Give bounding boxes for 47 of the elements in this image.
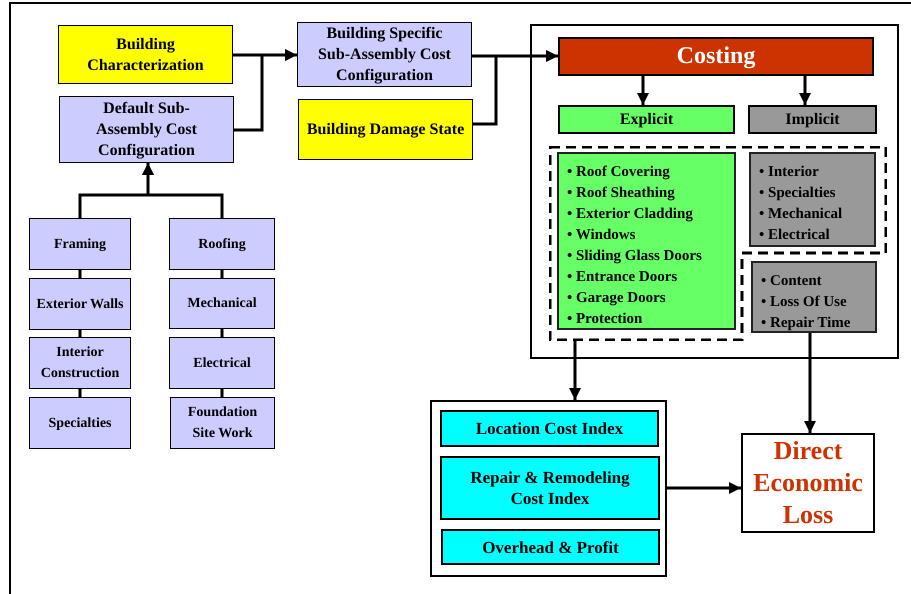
list-item: • Entrance Doors [567,268,678,287]
component-box: Framing [29,218,131,270]
component-box: Electrical [169,337,275,389]
header-bar: Costing [558,37,874,76]
arrow [142,163,224,218]
category-box: Implicit [748,105,877,134]
process-box: Building Specific Sub-Assembly Cost Configuration [297,22,472,87]
arrow [234,49,297,132]
input-box: Building Characterization [58,25,233,84]
list-item: • Loss Of Use [761,293,848,312]
index-box: Overhead & Profit [441,529,660,565]
list-item: • Protection [567,310,644,329]
arrow [799,76,811,105]
list-item: • Interior [759,163,820,182]
arrow [804,333,816,433]
group-frame [530,24,899,359]
list-item: • Garage Doors [567,289,667,308]
group-frame [430,400,667,577]
index-box: Location Cost Index [440,410,659,447]
component-box: Mechanical [169,278,275,329]
input-box: Building Damage State [298,99,473,160]
index-box: Repair & Remodeling Cost Index [440,456,660,520]
list-item: • Content [761,272,823,291]
arrow [667,482,741,494]
arrow [637,76,649,105]
list-panel [749,152,876,247]
list-item: • Roof Covering [567,163,671,182]
component-box: Exterior Walls [29,278,131,330]
list-panel [751,261,877,333]
list-item: • Roof Sheathing [567,184,676,203]
list-item: • Sliding Glass Doors [567,247,703,266]
list-item: • Exterior Cladding [567,205,694,224]
list-item: • Windows [567,226,636,245]
list-item: • Mechanical [759,205,844,224]
component-box: Specialties [29,397,131,449]
list-item: • Specialties [759,184,836,203]
list-item: • Electrical [759,226,831,245]
component-box: Foundation Site Work [170,397,275,449]
component-box: Roofing [169,218,275,270]
process-box: Default Sub-Assembly Cost Configuration [59,96,234,163]
category-box: Explicit [558,105,735,134]
list-item: • Repair Time [761,314,852,333]
output-box: Direct Economic Loss [741,433,875,533]
list-panel [557,152,736,330]
arrow [473,50,558,126]
arrow [569,341,581,400]
component-box: Interior Construction [29,337,131,389]
